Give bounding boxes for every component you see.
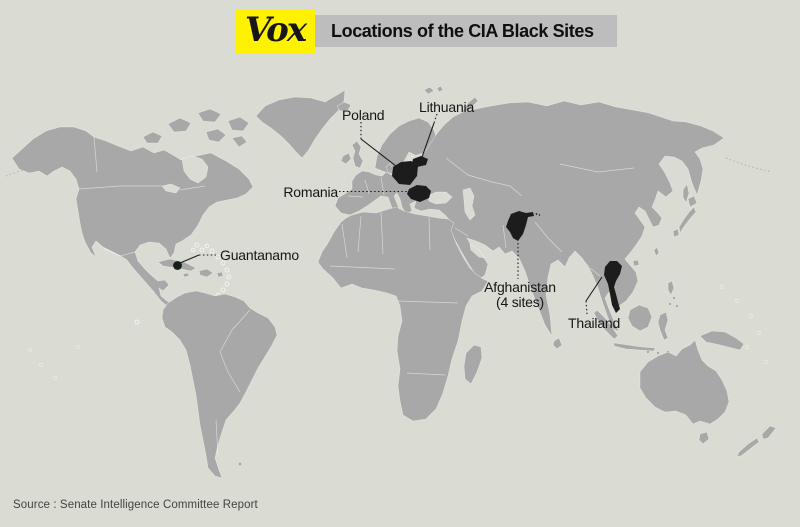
ireland: [340, 152, 352, 165]
sakhalin: [682, 183, 690, 204]
hudson-bay: [181, 155, 209, 184]
source-attribution: Source : Senate Intelligence Committee R…: [13, 499, 258, 511]
jamaica: [182, 272, 190, 278]
label-guantanamo: Guantanamo: [220, 247, 299, 263]
site-afghanistan: [506, 211, 541, 241]
label-poland: Poland: [342, 107, 385, 123]
honshu: [678, 206, 697, 234]
label-afghanistan-line1: Afghanistan: [484, 279, 556, 295]
title-bar: Locations of the CIA Black Sites: [312, 15, 617, 47]
canadian-arctic-islands: [142, 108, 250, 148]
great-britain: [351, 140, 364, 169]
iceland: [336, 101, 352, 112]
new-zealand-south: [736, 437, 760, 457]
taiwan: [653, 246, 660, 257]
hispaniola: [198, 268, 214, 278]
leader-lines: [179, 113, 603, 315]
antilles-island-circles: [190, 242, 232, 298]
great-lakes: [161, 183, 181, 194]
site-lithuania: [412, 156, 428, 167]
greenland: [255, 89, 346, 159]
australia: [639, 339, 730, 425]
falkland-islands: [237, 461, 243, 467]
vox-logo-text: Vox: [244, 9, 307, 50]
continent-north-america: [11, 126, 254, 308]
pacific-island-circles: [27, 284, 769, 380]
hokkaido: [687, 195, 698, 208]
label-thailand: Thailand: [568, 315, 621, 331]
label-romania: Romania: [283, 184, 338, 200]
tasmania: [698, 431, 710, 445]
label-afghanistan-line2: (4 sites): [496, 294, 544, 310]
puerto-rico: [216, 271, 224, 278]
svalbard: [423, 86, 435, 95]
galapagos: [134, 319, 140, 325]
continent-africa: [317, 206, 489, 422]
hainan: [632, 259, 640, 267]
persian-gulf: [469, 243, 486, 259]
vox-logo[interactable]: Vox: [235, 10, 315, 53]
label-lithuania: Lithuania: [419, 99, 475, 115]
svalbard-2: [436, 85, 444, 93]
site-guantanamo-dot: [173, 261, 182, 270]
site-thailand: [604, 261, 622, 313]
new-zealand-north: [761, 425, 777, 440]
madagascar: [463, 344, 483, 385]
site-poland: [392, 161, 418, 185]
label-afghanistan: Afghanistan (4 sites): [468, 280, 572, 310]
indonesia: [593, 304, 670, 355]
aleutian-chain-east: [725, 157, 773, 173]
caspian-sea: [462, 187, 476, 221]
page-title: Locations of the CIA Black Sites: [331, 20, 594, 41]
philippines: [667, 280, 679, 308]
continent-south-america: [161, 290, 278, 479]
kyushu: [672, 228, 680, 238]
black-sea: [427, 191, 453, 205]
site-romania: [407, 185, 431, 202]
country-borders: [78, 136, 635, 456]
sri-lanka: [552, 337, 563, 350]
new-guinea: [699, 330, 745, 351]
